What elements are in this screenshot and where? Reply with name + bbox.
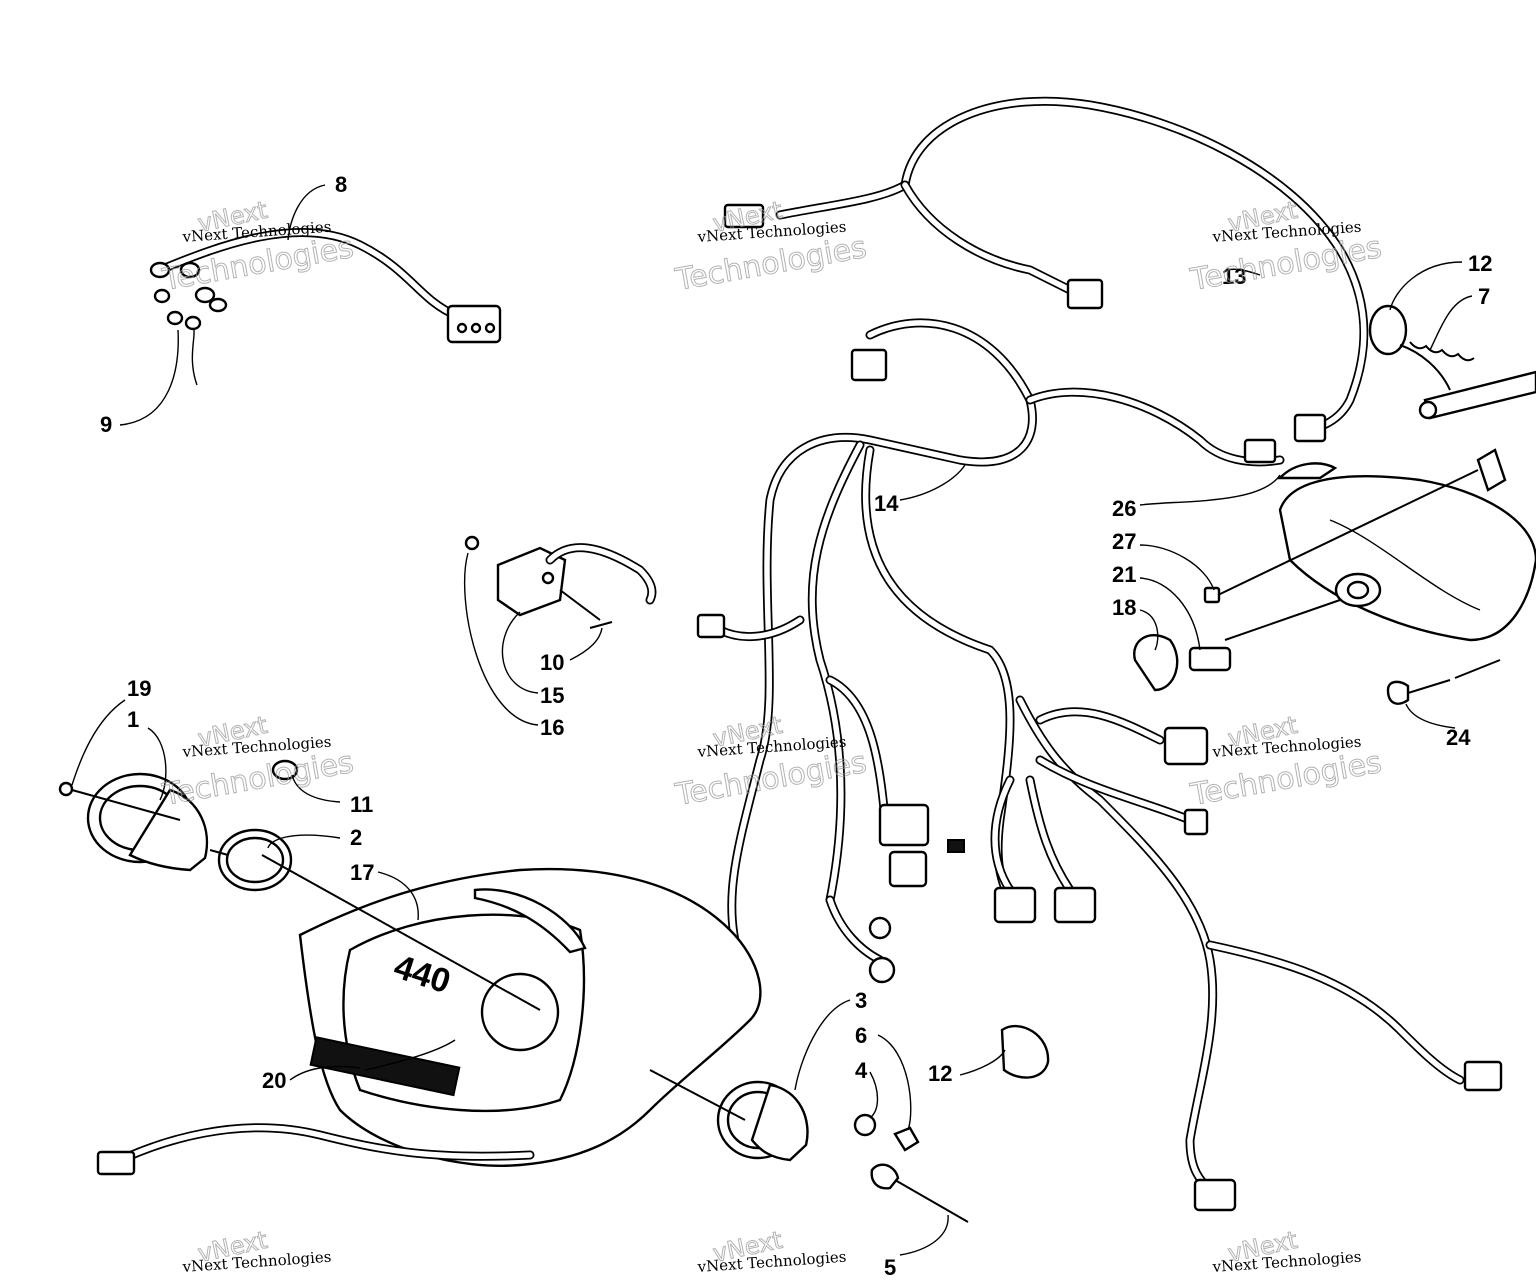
instrument-dash-panel: 440 — [96, 867, 762, 1176]
callout-6: 6 — [855, 1023, 867, 1048]
callout-12-upper: 12 — [1468, 251, 1492, 276]
watermark-7: vNext Technologies vNext — [181, 1225, 332, 1276]
callout-15: 15 — [540, 683, 564, 708]
callout-9: 9 — [100, 412, 112, 437]
switch-bracket-assembly — [464, 535, 657, 629]
main-wiring-harness — [715, 96, 1465, 1195]
wire-clip-and-spring — [1368, 304, 1536, 420]
callout-16: 16 — [540, 715, 564, 740]
callout-labels: 8 9 13 12 7 14 26 27 21 18 24 10 15 16 1… — [100, 172, 1492, 1280]
callout-20: 20 — [262, 1068, 286, 1093]
gauge-assembly-right — [649, 1024, 1050, 1223]
callout-11: 11 — [350, 792, 373, 817]
callout-26: 26 — [1112, 496, 1136, 521]
callout-19: 19 — [127, 676, 151, 701]
callout-27: 27 — [1112, 529, 1136, 554]
callout-5: 5 — [884, 1255, 896, 1280]
callout-1: 1 — [127, 707, 139, 732]
callout-4: 4 — [855, 1058, 868, 1083]
callout-12-lower: 12 — [928, 1061, 952, 1086]
watermark-4: vNext Technologies vNext Technologies — [159, 710, 357, 813]
callout-14: 14 — [874, 491, 899, 516]
gauge-assembly-left — [58, 759, 541, 1011]
callout-2: 2 — [350, 825, 362, 850]
callout-8: 8 — [335, 172, 347, 197]
leader-lines — [71, 184, 1473, 1256]
wiring-harness-8 — [149, 228, 502, 344]
harness-connectors — [696, 203, 1503, 1212]
callout-24: 24 — [1446, 725, 1471, 750]
watermark-9: vNext Technologies vNext — [1211, 1225, 1362, 1276]
callout-13: 13 — [1222, 264, 1246, 289]
callout-7: 7 — [1478, 284, 1490, 309]
tail-light-assembly — [1133, 448, 1536, 705]
callout-3: 3 — [855, 988, 867, 1013]
callout-10: 10 — [540, 650, 564, 675]
callout-18: 18 — [1112, 595, 1136, 620]
callout-17: 17 — [350, 860, 374, 885]
watermark-1: vNext Technologies vNext Technologies — [159, 195, 357, 298]
callout-21: 21 — [1112, 562, 1136, 587]
watermark-8: vNext Technologies vNext — [696, 1225, 847, 1276]
watermark-6: vNext Technologies vNext Technologies — [1187, 710, 1385, 813]
watermark-2: vNext Technologies vNext Technologies — [672, 195, 870, 298]
